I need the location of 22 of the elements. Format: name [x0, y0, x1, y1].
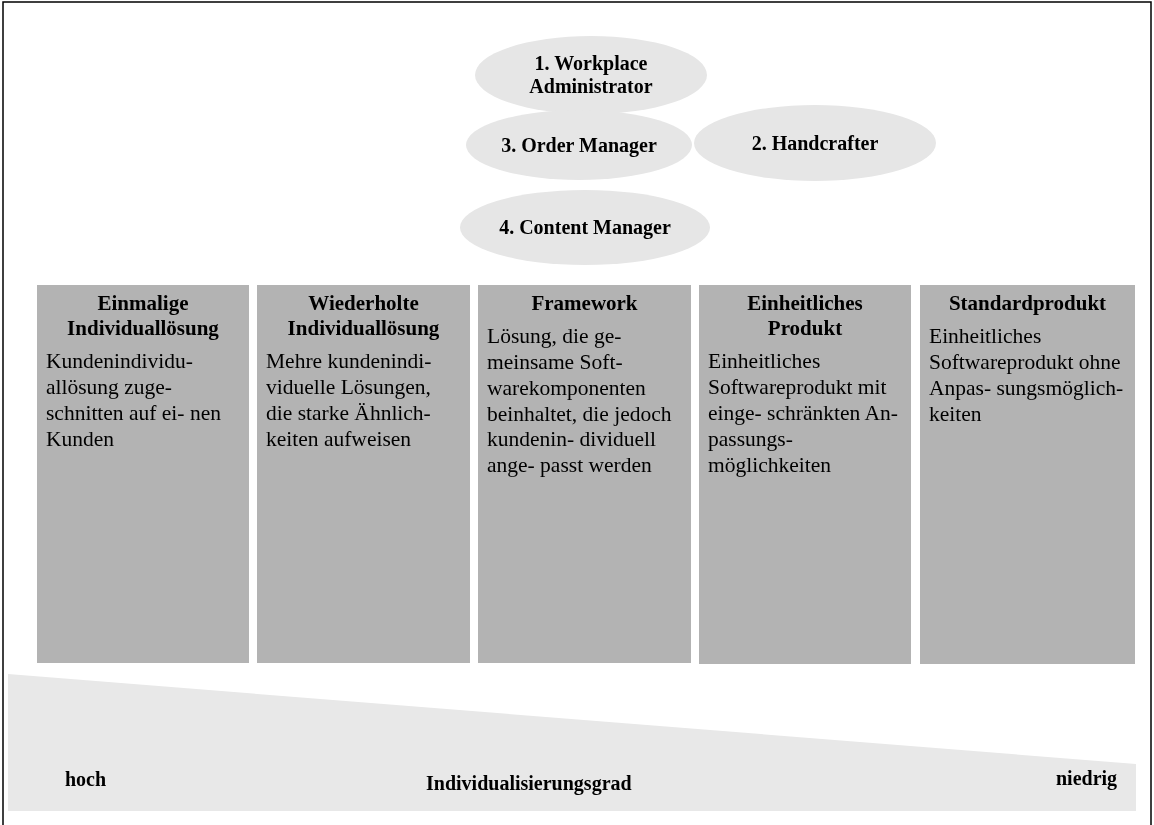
category-panel [699, 285, 911, 664]
role-label: 2. Handcrafter [751, 131, 879, 155]
panel-description: Einheitliches Softwareprodukt ohne Anpas- sungsmöglich- keiten [929, 324, 1125, 428]
role-label: 3. Order Manager [501, 133, 657, 157]
panel-heading: Wiederholte Individuallösung [286, 291, 441, 342]
category-panel [478, 285, 691, 663]
panel-description: Mehre kundenindi- viduelle Lösungen, die starke Ähnlich- keiten aufweisen [266, 349, 433, 453]
panel-description: Einheitliches Softwareprodukt mit einge- schränkten An- passungs- möglichkeiten [708, 349, 899, 479]
panel-description: Lösung, die ge- meinsame Soft- warekomponenten beinhaltet, die jedoch kundenin- dividuell ange- passt werden [487, 324, 673, 479]
panel-heading: Einmalige Individuallösung [66, 291, 220, 342]
panel-heading: Framework [530, 291, 639, 317]
scale-title: Individualisierungsgrad [426, 772, 632, 795]
scale-end-label: hoch [65, 768, 107, 791]
category-panel [37, 285, 249, 663]
scale-end-label: niedrig [1056, 767, 1118, 790]
category-panel [257, 285, 470, 663]
role-label: 1. Workplace Administrator [528, 52, 654, 98]
role-label: 4. Content Manager [499, 216, 671, 239]
category-panel [920, 285, 1135, 664]
panel-heading: Einheitliches Produkt [746, 291, 864, 342]
panel-heading: Standardprodukt [947, 291, 1108, 317]
panel-description: Kundenindividu- allösung zuge- schnitten auf ei- nen Kunden [46, 349, 222, 453]
